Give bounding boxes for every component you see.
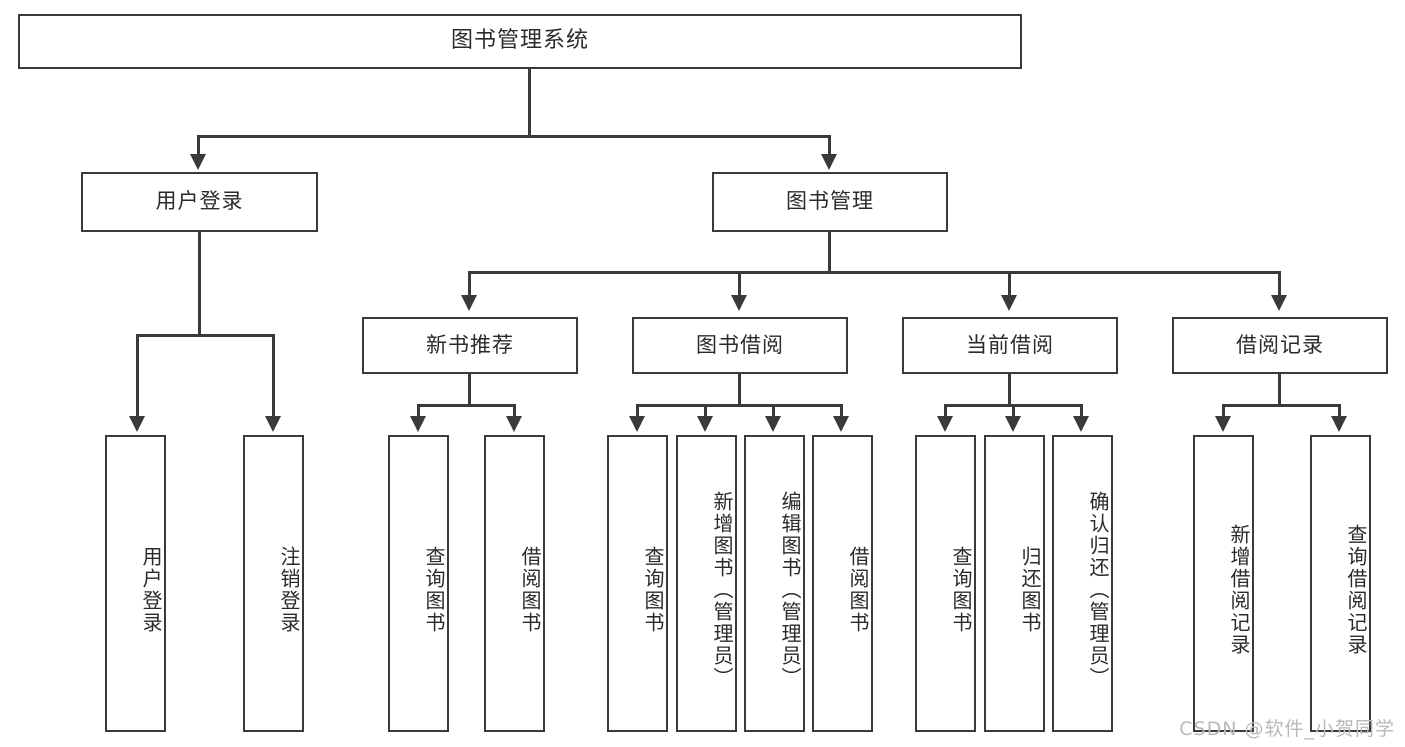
connector-records-stem: [1278, 374, 1281, 406]
node-label: 图书借阅: [696, 332, 784, 357]
connector-current-leaf1: [944, 404, 947, 418]
node-user-login[interactable]: 用户登录: [81, 172, 318, 232]
leaf-query-book-current[interactable]: 查询图书: [915, 435, 976, 732]
connector-root-to-book-mgmt: [828, 135, 831, 156]
arrow-current-leaf1: [937, 416, 953, 432]
leaf-user-login[interactable]: 用户登录: [105, 435, 166, 732]
arrow-borrow-leaf2: [697, 416, 713, 432]
arrow-root-to-user-login: [190, 154, 206, 170]
leaf-query-book-borrow[interactable]: 查询图书: [607, 435, 668, 732]
node-label: 归还图书: [1018, 545, 1042, 634]
leaf-logout[interactable]: 注销登录: [243, 435, 304, 732]
arrow-borrow-leaf3: [765, 416, 781, 432]
connector-borrow-stem: [738, 374, 741, 406]
connector-borrow-leaf4: [840, 404, 843, 418]
connector-root-to-user-login: [197, 135, 200, 156]
leaf-return-book[interactable]: 归还图书: [984, 435, 1045, 732]
connector-user-login-leaf2: [272, 334, 275, 418]
node-label: 借阅记录: [1236, 332, 1324, 357]
connector-book-mgmt-bus: [468, 271, 1280, 274]
connector-user-login-leaf1: [136, 334, 139, 418]
arrow-records-leaf1: [1215, 416, 1231, 432]
node-label: 新增借阅记录: [1227, 523, 1251, 656]
node-root-book-management-system[interactable]: 图书管理系统: [18, 14, 1022, 69]
node-label: 用户登录: [155, 189, 244, 214]
connector-book-mgmt-to-records: [1278, 271, 1281, 297]
node-label: 借阅图书: [518, 545, 542, 634]
connector-records-leaf2: [1338, 404, 1341, 418]
node-label: 当前借阅: [966, 332, 1054, 357]
leaf-confirm-return-admin[interactable]: 确认归还（管理员）: [1052, 435, 1113, 732]
node-current-borrow[interactable]: 当前借阅: [902, 317, 1118, 374]
connector-records-bus: [1222, 404, 1341, 407]
node-label: 新增图书（管理员）: [710, 490, 734, 689]
node-label: 新书推荐: [426, 332, 514, 357]
connector-current-leaf3: [1080, 404, 1083, 418]
connector-borrow-leaf1: [636, 404, 639, 418]
arrow-user-login-leaf1: [129, 416, 145, 432]
connector-book-mgmt-stem: [828, 232, 831, 273]
arrow-book-mgmt-to-records: [1271, 295, 1287, 311]
leaf-query-book-newbook[interactable]: 查询图书: [388, 435, 449, 732]
arrow-book-mgmt-to-current: [1001, 295, 1017, 311]
arrow-current-leaf2: [1005, 416, 1021, 432]
connector-root-bus: [197, 135, 831, 138]
connector-book-mgmt-to-borrow: [738, 271, 741, 297]
connector-newbook-leaf2: [513, 404, 516, 418]
connector-user-login-stem: [198, 232, 201, 336]
connector-borrow-leaf2: [704, 404, 707, 418]
arrow-current-leaf3: [1073, 416, 1089, 432]
arrow-user-login-leaf2: [265, 416, 281, 432]
node-label: 图书管理系统: [450, 28, 589, 54]
connector-borrow-leaf3: [772, 404, 775, 418]
node-label: 查询图书: [949, 545, 973, 634]
leaf-borrow-book[interactable]: 借阅图书: [812, 435, 873, 732]
node-book-borrow[interactable]: 图书借阅: [632, 317, 848, 374]
arrow-book-mgmt-to-newbook: [461, 295, 477, 311]
connector-book-mgmt-to-newbook: [468, 271, 471, 297]
node-label: 查询图书: [422, 545, 446, 634]
node-label: 用户登录: [139, 545, 163, 634]
node-label: 借阅图书: [846, 545, 870, 634]
node-label: 确认归还（管理员）: [1086, 490, 1110, 689]
leaf-add-borrow-record[interactable]: 新增借阅记录: [1193, 435, 1254, 732]
node-label: 查询借阅记录: [1344, 523, 1368, 656]
node-borrow-records[interactable]: 借阅记录: [1172, 317, 1388, 374]
arrow-root-to-book-mgmt: [821, 154, 837, 170]
node-label: 图书管理: [786, 189, 874, 214]
connector-newbook-bus: [417, 404, 515, 407]
node-label: 查询图书: [641, 545, 665, 634]
node-label: 注销登录: [277, 545, 301, 634]
leaf-borrow-book-newbook[interactable]: 借阅图书: [484, 435, 545, 732]
connector-current-stem: [1008, 374, 1011, 406]
leaf-query-borrow-record[interactable]: 查询借阅记录: [1310, 435, 1371, 732]
connector-root-stem: [528, 69, 531, 135]
connector-current-leaf2: [1012, 404, 1015, 418]
node-label: 编辑图书（管理员）: [778, 490, 802, 689]
connector-newbook-stem: [468, 374, 471, 406]
node-book-management[interactable]: 图书管理: [712, 172, 948, 232]
connector-user-login-bus: [136, 334, 275, 337]
arrow-newbook-leaf2: [506, 416, 522, 432]
arrow-newbook-leaf1: [410, 416, 426, 432]
arrow-records-leaf2: [1331, 416, 1347, 432]
arrow-borrow-leaf1: [629, 416, 645, 432]
arrow-borrow-leaf4: [833, 416, 849, 432]
leaf-edit-book-admin[interactable]: 编辑图书（管理员）: [744, 435, 805, 732]
connector-borrow-bus: [636, 404, 843, 407]
connector-records-leaf1: [1222, 404, 1225, 418]
connector-book-mgmt-to-current: [1008, 271, 1011, 297]
arrow-book-mgmt-to-borrow: [731, 295, 747, 311]
node-new-book-recommend[interactable]: 新书推荐: [362, 317, 578, 374]
leaf-add-book-admin[interactable]: 新增图书（管理员）: [676, 435, 737, 732]
connector-newbook-leaf1: [417, 404, 420, 418]
